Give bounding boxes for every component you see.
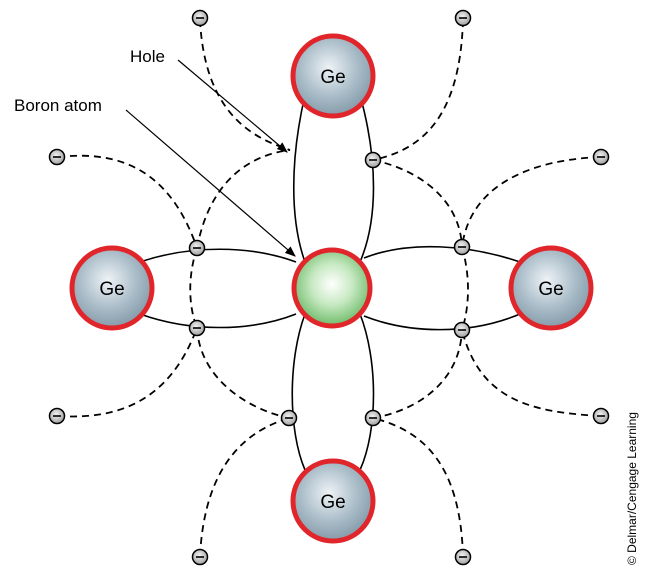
ge-atom-left-label: Ge <box>99 279 124 300</box>
electron-bond-right-bottom <box>453 321 471 339</box>
ge-atom-left: Ge <box>69 245 155 331</box>
electron-outer-left-bottom <box>48 407 66 425</box>
dashed-bond-bottom-right <box>372 417 464 557</box>
dashed-right-link <box>461 246 469 331</box>
dashed-inner-top-right <box>372 159 463 248</box>
bond-left-bottom <box>139 313 297 329</box>
dashed-inner-top-left <box>196 149 291 249</box>
dashed-bond-left-bottom <box>57 327 198 418</box>
dashed-bond-left-top <box>57 154 198 249</box>
electron-bond-bottom-right <box>364 409 382 427</box>
electron-outer-right-top <box>592 148 610 166</box>
bond-right-top <box>363 245 521 263</box>
bond-bottom-left <box>291 313 306 471</box>
electron-bond-left-bottom <box>188 319 206 337</box>
bond-top-left <box>292 94 306 263</box>
electron-bond-left-top <box>188 239 206 257</box>
dashed-left-link <box>189 247 198 329</box>
hole-arrow <box>177 59 288 153</box>
ge-atom-right: Ge <box>508 245 594 331</box>
hole-label: Hole <box>130 47 165 66</box>
copyright-credit: © Delmar/Cengage Learning <box>625 412 639 565</box>
dashed-inner-bottom-right <box>372 329 463 419</box>
covalent-bonds <box>139 94 521 471</box>
boron-arrow <box>125 109 296 257</box>
ge-atom-right-label: Ge <box>538 279 563 300</box>
bond-bottom-right <box>359 313 375 471</box>
dashed-bond-bottom-left <box>199 417 290 557</box>
electron-outer-bottom-right <box>454 548 472 566</box>
ge-atom-top-label: Ge <box>320 67 345 88</box>
bond-top-right <box>359 94 375 263</box>
dashed-bond-top-right <box>372 19 464 161</box>
dashed-bond-right-bottom <box>461 329 601 417</box>
hole-callout: Hole <box>130 47 288 153</box>
ge-atom-bottom-label: Ge <box>320 492 345 513</box>
electron-outer-left-top <box>48 148 66 166</box>
dashed-inner-bottom-left <box>196 327 290 419</box>
electron-bond-top <box>364 151 382 169</box>
boron-callout: Boron atom <box>14 96 296 257</box>
electron-outer-bottom-left <box>191 548 209 566</box>
bond-left-top <box>139 248 297 263</box>
dashed-bond-right-top <box>461 156 601 248</box>
bond-right-bottom <box>363 313 521 331</box>
dashed-bond-top-left <box>199 19 291 151</box>
boron-atom <box>291 247 373 329</box>
electron-outer-top-right <box>454 9 472 27</box>
electron-outer-right-bottom <box>592 407 610 425</box>
ge-atom-bottom: Ge <box>290 458 376 544</box>
electron-outer-top-left <box>191 9 209 27</box>
electron-bond-bottom-left <box>280 409 298 427</box>
boron-label: Boron atom <box>14 96 102 115</box>
electron-bond-right-top <box>453 238 471 256</box>
electrons <box>48 9 610 566</box>
ge-atom-top: Ge <box>290 33 376 119</box>
